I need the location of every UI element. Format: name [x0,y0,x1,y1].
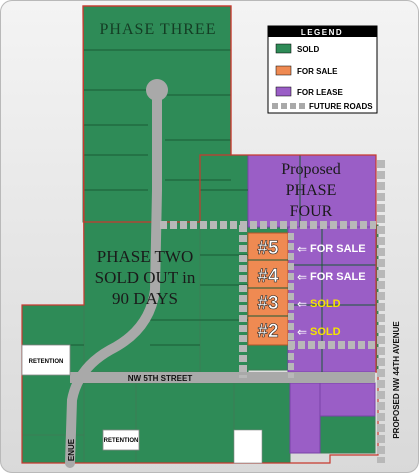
white-lot-south [233,429,263,464]
nw-5th-street-label: NW 5TH STREET [128,374,193,383]
arrow-left-icon: ⇐ [297,297,307,311]
legend-sold: SOLD [297,45,319,54]
lot-number: #5 [257,238,279,259]
lot-5[interactable]: #5 ⇐ FOR SALE [257,238,366,260]
retention-area-south [102,429,140,451]
green-swatch-icon [275,43,292,54]
legend: LEGEND SOLD FOR SALE FOR LEASE FUTURE RO… [267,25,378,114]
lot-3[interactable]: #3 ⇐ SOLD [257,293,341,315]
avenue-label-left: ENUE [67,438,76,461]
phase-two-label-3: 90 DAYS [112,289,178,308]
phase-four-label-3: FOUR [290,203,333,220]
arrow-left-icon: ⇐ [297,270,307,284]
lease-lot-south-a [289,382,321,454]
phase-two-label-2: SOLD OUT in [95,268,196,287]
phase-three-label: PHASE THREE [100,21,217,38]
orange-swatch-icon [275,65,292,76]
phase-four-label-2: PHASE [286,182,337,199]
lot-2[interactable]: #2 ⇐ SOLD [257,321,341,343]
lot-number: #3 [257,293,278,314]
phase-four-label-1: Proposed [281,161,341,178]
purple-swatch-icon [275,86,292,97]
phase-three-boundary [82,5,232,223]
arrow-left-icon: ⇐ [297,242,307,256]
south-parcel-1 [83,382,137,464]
lot-4[interactable]: #4 ⇐ FOR SALE [257,266,366,288]
retention-label-south: RETENTION [104,438,139,444]
legend-for-sale: FOR SALE [297,67,338,76]
lot-status: SOLD [310,298,341,310]
main-road [65,85,162,468]
lot-status: FOR SALE [310,243,366,255]
lot-stack-parcel [247,232,289,346]
lot-number: #4 [257,266,279,287]
south-parcel-2 [135,382,235,464]
retention-label-west: RETENTION [29,359,64,365]
legend-title-bar [268,26,377,37]
retention-area-west [21,344,71,376]
lot-number: #2 [257,321,278,342]
legend-title: LEGEND [301,28,343,37]
lease-lot-south-b [319,382,376,417]
lot-status: FOR SALE [310,271,366,283]
lot-status: SOLD [310,326,341,338]
proposed-44th-avenue-label: PROPOSED NW 44TH AVENUE [392,321,401,439]
roads [65,79,385,468]
legend-future-roads: FUTURE ROADS [309,102,373,111]
arrow-left-icon: ⇐ [297,325,307,339]
nw-5th-street [70,372,375,383]
lot-lines [22,49,376,372]
cul-de-sac [146,79,168,101]
phase-two-label-1: PHASE TWO [97,247,194,266]
legend-for-lease: FOR LEASE [297,88,343,97]
